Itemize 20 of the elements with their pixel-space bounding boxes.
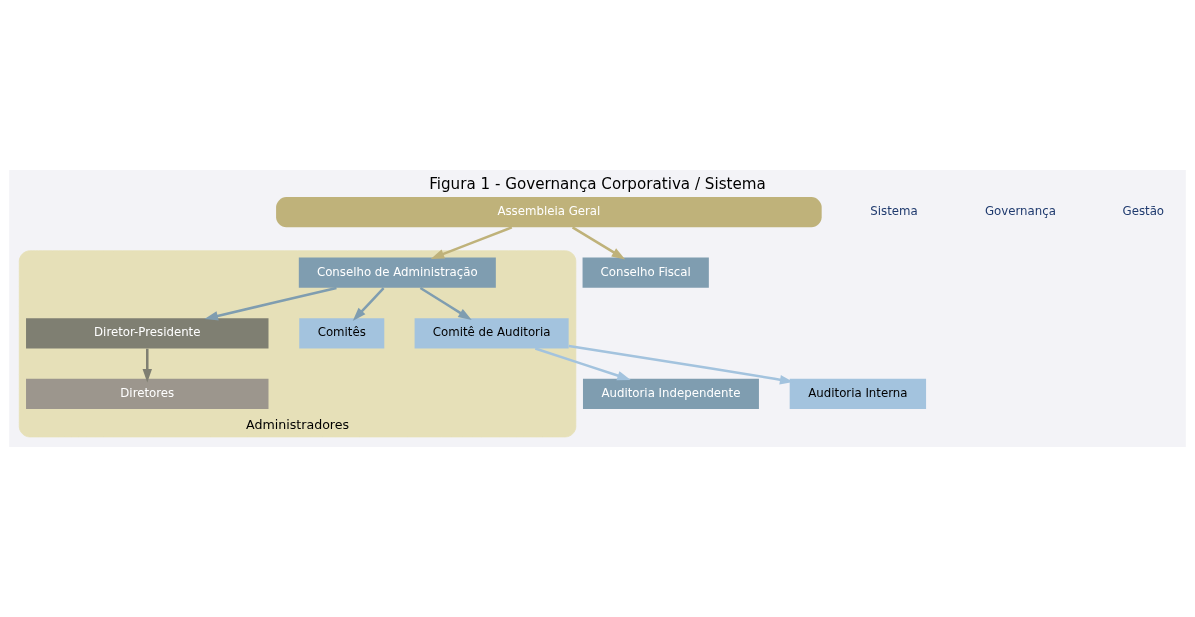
arrow xyxy=(142,348,152,383)
arrow xyxy=(534,347,631,381)
node-box: Diretores xyxy=(26,378,269,410)
node-box: Comitês xyxy=(299,318,385,349)
node-box: Conselho Fiscal xyxy=(582,257,709,288)
node-box: Comitê de Auditoria xyxy=(414,318,569,349)
arrow xyxy=(204,286,337,321)
node-box: Auditoria Interna xyxy=(789,378,927,410)
label: Governança xyxy=(984,204,1056,219)
label: Gestão xyxy=(1122,204,1165,219)
arrow xyxy=(430,226,513,259)
node-box: Conselho de Administração xyxy=(298,257,496,288)
node-box: Assembleia Geral xyxy=(276,196,822,228)
arrow xyxy=(352,287,385,321)
arrow xyxy=(419,286,472,321)
arrow xyxy=(571,226,626,260)
node-box: Diretor-Presidente xyxy=(26,318,269,349)
diagram-title: Figura 1 - Governança Corporativa / Sistema xyxy=(429,174,766,193)
node-box: Auditoria Independente xyxy=(583,378,759,410)
label: Sistema xyxy=(870,204,918,219)
